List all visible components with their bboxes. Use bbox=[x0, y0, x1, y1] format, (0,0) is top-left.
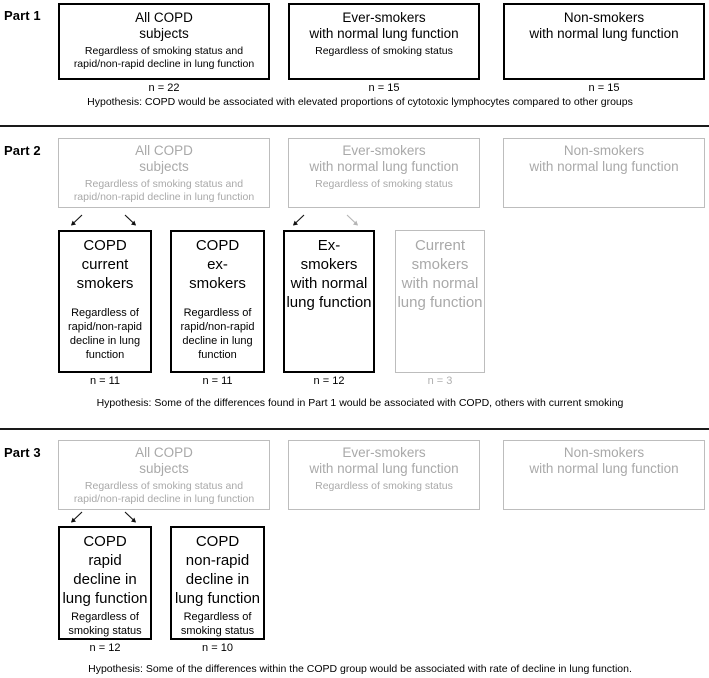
part-3-box-copd-non-rapid-decline[interactable]: COPD non-rapid decline in lung function … bbox=[170, 526, 265, 640]
part-1-hypothesis: Hypothesis: COPD would be associated wit… bbox=[87, 96, 633, 108]
box-title: Non-smokers with normal lung function bbox=[529, 143, 679, 174]
box-subtitle: Regardless of rapid/non-rapid decline in… bbox=[68, 307, 142, 361]
part-3-box-ever-smokers[interactable]: Ever-smokers with normal lung function R… bbox=[288, 440, 480, 510]
part-2-box-copd-ex-smokers[interactable]: COPD ex- smokers Regardless of rapid/non… bbox=[170, 230, 265, 373]
part-1-n-non-smokers: n = 15 bbox=[588, 82, 620, 94]
box-title: Ever-smokers with normal lung function bbox=[309, 445, 459, 476]
arrow-down-left-icon bbox=[290, 214, 306, 228]
part-3-box-non-smokers[interactable]: Non-smokers with normal lung function bbox=[503, 440, 705, 510]
box-title: COPD non-rapid decline in lung function bbox=[174, 533, 261, 607]
part-1-n-all-copd: n = 22 bbox=[148, 82, 180, 94]
box-subtitle: Regardless of smoking status bbox=[315, 45, 453, 57]
box-subtitle: Regardless of smoking status and rapid/n… bbox=[73, 45, 255, 70]
box-title: All COPD subjects bbox=[135, 143, 193, 174]
part-2-box-non-smokers[interactable]: Non-smokers with normal lung function bbox=[503, 138, 705, 208]
arrow-down-left-icon bbox=[68, 511, 84, 525]
box-subtitle: Regardless of smoking status and rapid/n… bbox=[73, 178, 255, 203]
part-1-box-non-smokers[interactable]: Non-smokers with normal lung function bbox=[503, 3, 705, 80]
box-title: All COPD subjects bbox=[135, 445, 193, 476]
box-subtitle: Regardless of rapid/non-rapid decline in… bbox=[180, 307, 255, 361]
part-2-label: Part 2 bbox=[4, 143, 41, 158]
part-2-n-copd-current-smokers: n = 11 bbox=[89, 375, 121, 387]
box-title: Ex- smokers with normal lung function bbox=[286, 237, 372, 311]
arrow-down-right-icon bbox=[123, 214, 139, 228]
part-2-n-ex-smokers-normal: n = 12 bbox=[313, 375, 345, 387]
part-1-box-all-copd[interactable]: All COPD subjects Regardless of smoking … bbox=[58, 3, 270, 80]
arrow-down-right-icon bbox=[123, 511, 139, 525]
part-3-box-copd-rapid-decline[interactable]: COPD rapid decline in lung function Rega… bbox=[58, 526, 152, 640]
arrow-down-left-icon bbox=[68, 214, 84, 228]
box-title: All COPD subjects bbox=[135, 10, 193, 41]
part-2-box-ex-smokers-normal[interactable]: Ex- smokers with normal lung function bbox=[283, 230, 375, 373]
box-title: Non-smokers with normal lung function bbox=[529, 445, 679, 476]
box-title: Ever-smokers with normal lung function bbox=[309, 10, 459, 41]
part-3-label: Part 3 bbox=[4, 445, 41, 460]
part-3-hypothesis: Hypothesis: Some of the differences with… bbox=[88, 663, 632, 675]
part-2-n-copd-ex-smokers: n = 11 bbox=[202, 375, 233, 387]
part-3-n-copd-non-rapid-decline: n = 10 bbox=[202, 642, 233, 654]
part-1-box-ever-smokers[interactable]: Ever-smokers with normal lung function R… bbox=[288, 3, 480, 80]
box-subtitle: Regardless of smoking status bbox=[315, 480, 453, 492]
box-title: Ever-smokers with normal lung function bbox=[309, 143, 459, 174]
part-2-hypothesis: Hypothesis: Some of the differences foun… bbox=[96, 397, 624, 409]
box-subtitle: Regardless of smoking status bbox=[68, 611, 142, 637]
part-2-n-current-smokers-normal: n = 3 bbox=[427, 375, 453, 387]
part-2-box-ever-smokers[interactable]: Ever-smokers with normal lung function R… bbox=[288, 138, 480, 208]
box-title: Non-smokers with normal lung function bbox=[529, 10, 679, 41]
box-title: Current smokers with normal lung functio… bbox=[397, 237, 483, 311]
box-subtitle: Regardless of smoking status and rapid/n… bbox=[73, 480, 255, 505]
box-title: COPD ex- smokers bbox=[189, 237, 246, 292]
part-3-n-copd-rapid-decline: n = 12 bbox=[89, 642, 121, 654]
part-2-box-copd-current-smokers[interactable]: COPD current smokers Regardless of rapid… bbox=[58, 230, 152, 373]
part-2-box-all-copd[interactable]: All COPD subjects Regardless of smoking … bbox=[58, 138, 270, 208]
divider-part-1-2 bbox=[0, 125, 709, 127]
arrow-down-right-dimmed-icon bbox=[345, 214, 361, 228]
box-title: COPD current smokers bbox=[76, 237, 134, 292]
part-1-label: Part 1 bbox=[4, 8, 41, 23]
box-subtitle: Regardless of smoking status bbox=[180, 611, 255, 637]
part-1-n-ever-smokers: n = 15 bbox=[368, 82, 400, 94]
part-3-box-all-copd[interactable]: All COPD subjects Regardless of smoking … bbox=[58, 440, 270, 510]
divider-part-2-3 bbox=[0, 428, 709, 430]
box-title: COPD rapid decline in lung function bbox=[62, 533, 148, 607]
part-2-box-current-smokers-normal[interactable]: Current smokers with normal lung functio… bbox=[395, 230, 485, 373]
box-subtitle: Regardless of smoking status bbox=[315, 178, 453, 190]
